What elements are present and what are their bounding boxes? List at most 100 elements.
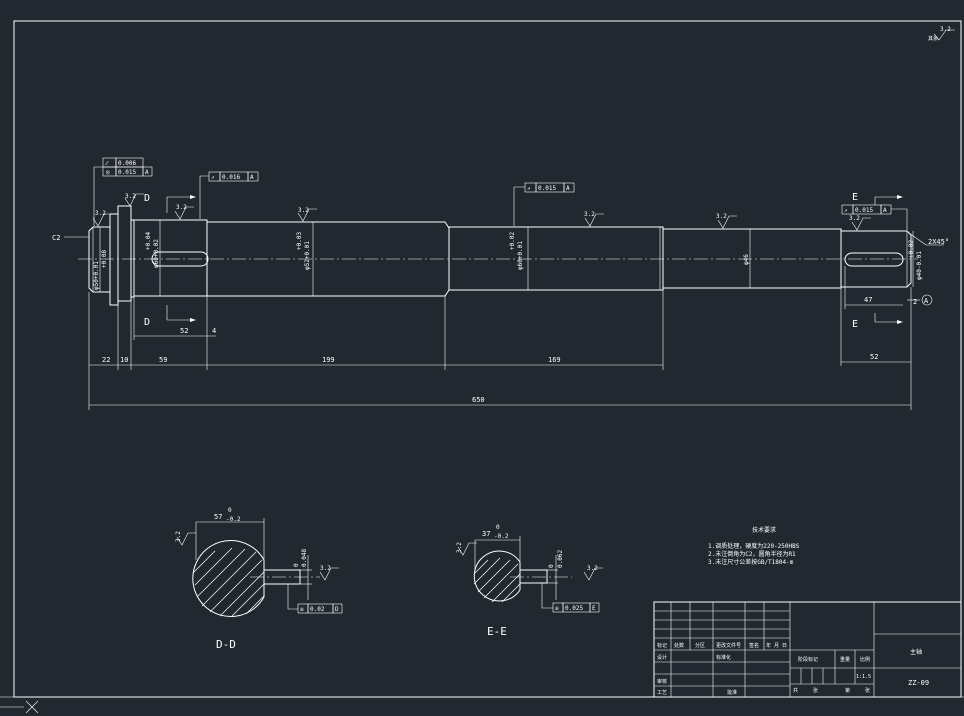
tech-req-item: 1.调质处理，硬度为220-250HBS: [708, 542, 800, 550]
drawing-number: ZZ-09: [908, 679, 929, 687]
datum-a: A 2: [907, 294, 933, 306]
dia-label-5: φ46: [743, 229, 751, 288]
shaft-outline: [88, 205, 912, 306]
svg-text:审核: 审核: [657, 678, 667, 685]
svg-text:批准: 批准: [727, 689, 737, 696]
svg-text:0: 0: [496, 524, 500, 531]
svg-text:φ46: φ46: [743, 254, 750, 265]
section-dd: 57 0 -0.2 0 0.048 3.2 3.2 ≡ 0.02 D D-D: [175, 507, 343, 651]
corner-roughness-symbol: 3.2 其余: [928, 26, 955, 42]
drawing-border: [13, 20, 962, 698]
keyway-e: [844, 252, 904, 267]
svg-text:φ60+0.02: φ60+0.02: [153, 239, 160, 268]
dia-label-6: φ40-0.01 +0.02: [908, 231, 923, 287]
section-marker-e: E E: [852, 192, 903, 330]
gtol-right: ↗ 0.015 A: [841, 204, 908, 230]
svg-text:D: D: [335, 606, 339, 613]
svg-text:比例: 比例: [860, 656, 870, 663]
svg-text:52: 52: [180, 327, 188, 335]
svg-text:0.015: 0.015: [538, 185, 556, 192]
dia-label-3: φ52+0.01 +0.03: [296, 222, 314, 296]
ucs-icon: [0, 700, 39, 714]
svg-text:↗: ↗: [527, 185, 531, 192]
svg-text:分区: 分区: [695, 642, 705, 649]
svg-text:+0.08: +0.08: [101, 250, 108, 268]
svg-text:更改文件号: 更改文件号: [716, 642, 741, 649]
svg-text:D: D: [144, 317, 150, 328]
svg-text:47: 47: [864, 296, 872, 304]
corner-roughness-value: 3.2: [940, 26, 951, 33]
svg-text:E: E: [592, 605, 596, 612]
svg-text:A: A: [250, 174, 254, 181]
part-name: 主轴: [910, 648, 922, 656]
svg-text:⁄⁄: ⁄⁄: [104, 160, 110, 167]
svg-text:+0.02: +0.02: [908, 240, 915, 258]
svg-text:A: A: [566, 185, 570, 192]
gtol-mid: ↗ 0.015 A: [513, 182, 575, 226]
svg-text:3.2: 3.2: [849, 215, 860, 222]
svg-text:共: 共: [793, 687, 798, 694]
svg-text:A: A: [924, 297, 929, 305]
svg-text:2X45°: 2X45°: [928, 238, 949, 246]
tech-req-title: 技术要求: [752, 526, 776, 534]
roughness-r5: 3.2: [584, 211, 604, 227]
svg-text:E: E: [852, 192, 858, 203]
svg-text:199: 199: [322, 356, 335, 364]
svg-text:张: 张: [865, 687, 870, 694]
chamfer-right: 2X45°: [908, 232, 949, 246]
c2-label: C2: [52, 234, 60, 242]
roughness-r4: 3.2: [297, 207, 317, 222]
svg-text:650: 650: [472, 396, 485, 404]
dia-label-1: φ50+0.01 +0.08: [93, 227, 108, 292]
svg-text:37: 37: [482, 530, 490, 538]
svg-text:3.2: 3.2: [175, 531, 182, 542]
svg-text:设计: 设计: [657, 654, 667, 661]
svg-text:4: 4: [212, 327, 216, 335]
roughness-r2: 3.2: [124, 193, 144, 207]
svg-text:年 月 日: 年 月 日: [766, 642, 787, 649]
svg-text:重量: 重量: [840, 656, 850, 663]
dia-label-2: φ60+0.02 +0.04: [145, 220, 161, 296]
svg-text:标准化: 标准化: [716, 654, 731, 661]
svg-text:φ52+0.01: φ52+0.01: [304, 241, 311, 270]
svg-text:169: 169: [548, 356, 561, 364]
svg-text:标记: 标记: [657, 642, 667, 649]
svg-text:3.2: 3.2: [176, 204, 187, 211]
svg-text:3.2: 3.2: [584, 211, 595, 218]
svg-text:0.02: 0.02: [310, 606, 325, 613]
svg-text:3.2: 3.2: [456, 542, 463, 553]
roughness-r1: 3.2: [92, 210, 112, 227]
svg-text:22: 22: [102, 356, 110, 364]
gtol-shoulder: ↗ 0.016 A: [199, 171, 259, 219]
svg-text:≡: ≡: [555, 605, 559, 612]
svg-text:3.2: 3.2: [298, 207, 309, 214]
svg-text:0: 0: [228, 507, 232, 514]
svg-text:0.062: 0.062: [557, 550, 564, 568]
svg-text:D: D: [144, 193, 150, 204]
dia-label-4: φ60+0.01 +0.02: [509, 227, 529, 290]
section-dd-title: D-D: [216, 638, 236, 651]
section-ee-title: E-E: [487, 625, 507, 638]
svg-text:0.016: 0.016: [222, 174, 240, 181]
svg-text:0: 0: [293, 563, 300, 567]
svg-text:0.048: 0.048: [301, 549, 308, 567]
tech-req-item: 2.未注倒角为C2，圆角半径为R1: [708, 550, 796, 558]
svg-text:10: 10: [120, 356, 128, 364]
svg-text:↗: ↗: [211, 174, 215, 181]
svg-text:+0.02: +0.02: [509, 232, 516, 250]
svg-text:-0.2: -0.2: [494, 533, 509, 540]
roughness-r7: 3.2: [849, 215, 871, 231]
gtol-left: ⁄⁄ ◎ 0.006 0.015 A: [93, 157, 153, 226]
svg-text:3.2: 3.2: [95, 210, 106, 217]
tech-req-item: 3.未注尺寸公差按GB/T1804-m: [708, 558, 794, 566]
svg-text:0.015: 0.015: [855, 207, 873, 214]
svg-text:签名: 签名: [749, 642, 759, 649]
svg-text:第: 第: [845, 687, 850, 694]
svg-text:52: 52: [870, 353, 878, 361]
roughness-r3: 3.2: [174, 204, 194, 220]
corner-roughness-note: 其余: [928, 35, 938, 42]
svg-text:3.2: 3.2: [320, 565, 331, 572]
svg-text:A: A: [145, 169, 149, 176]
svg-text:A: A: [883, 207, 887, 214]
